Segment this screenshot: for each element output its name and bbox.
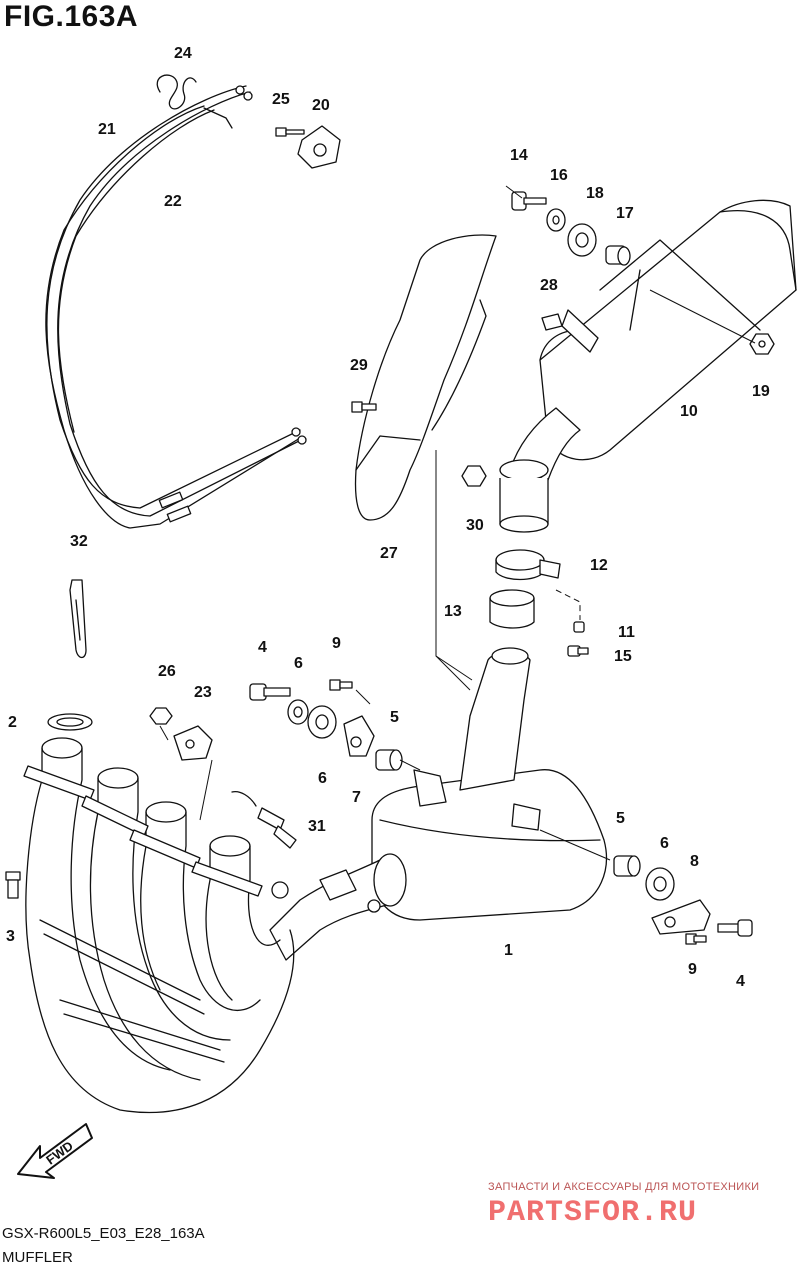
- callout-23: 23: [194, 684, 212, 701]
- callout-18: 18: [586, 185, 604, 202]
- callout-labels: 1 2 3 4 4 5 5 6 6 6 7 8 9 9 10 11 12 13 …: [6, 45, 770, 990]
- figure-code: GSX-R600L5_E03_E28_163A: [2, 1225, 205, 1242]
- callout-5a: 5: [390, 709, 399, 726]
- heat-shield: [354, 234, 497, 521]
- bolt-14: [511, 191, 547, 211]
- collar-17: [605, 245, 631, 266]
- callout-4b: 4: [736, 973, 745, 990]
- callout-12: 12: [590, 557, 608, 574]
- callout-6c: 6: [660, 835, 669, 852]
- callout-1: 1: [504, 942, 513, 959]
- callout-21: 21: [98, 121, 116, 138]
- bracket-7: [343, 715, 375, 757]
- callout-22: 22: [164, 193, 182, 210]
- figure-name: MUFFLER: [2, 1249, 73, 1266]
- bolt-9-lower: [685, 933, 707, 945]
- callout-8: 8: [690, 853, 699, 870]
- callout-7: 7: [352, 789, 361, 806]
- callout-30: 30: [466, 517, 484, 534]
- cable-bracket-20: [297, 125, 341, 169]
- grommet-18: [567, 223, 597, 257]
- clip-28: [541, 313, 563, 331]
- callout-9b: 9: [688, 961, 697, 978]
- exhaust-header-pipes: [23, 737, 357, 1114]
- callout-5b: 5: [616, 810, 625, 827]
- callout-25: 25: [272, 91, 290, 108]
- bolt-15: [567, 645, 589, 657]
- bracket-8: [651, 899, 711, 935]
- exhaust-chamber: [269, 647, 608, 961]
- washer-16: [546, 208, 566, 232]
- bracket-23: [173, 725, 213, 761]
- callout-29: 29: [350, 357, 368, 374]
- grommet-6-lower: [307, 705, 337, 739]
- callout-3: 3: [6, 928, 15, 945]
- bolt-9-upper: [329, 679, 353, 691]
- figure-title: FIG.163A: [4, 0, 139, 33]
- nut-26: [149, 707, 173, 725]
- forward-direction-arrow-icon: FWD: [17, 1123, 93, 1179]
- callout-13: 13: [444, 603, 462, 620]
- callout-27: 27: [380, 545, 398, 562]
- gasket-13: [489, 589, 535, 629]
- oxygen-sensor-31: [231, 790, 297, 849]
- bolt-4-upper: [249, 683, 291, 701]
- bolt-11: [573, 621, 585, 633]
- washer-6-upper: [287, 699, 309, 725]
- grommet-6-right: [645, 867, 675, 901]
- bolt-3: [5, 871, 21, 899]
- reference-lines: [159, 185, 756, 861]
- callout-11: 11: [618, 624, 635, 641]
- callout-19: 19: [752, 383, 770, 400]
- cable-clip: [156, 74, 197, 110]
- callout-17: 17: [616, 205, 634, 222]
- callout-14: 14: [510, 147, 528, 164]
- throttle-cables: [45, 85, 307, 529]
- bolt-25: [275, 127, 305, 137]
- clamp-12: [495, 549, 561, 581]
- callout-26: 26: [158, 663, 176, 680]
- callout-4a: 4: [258, 639, 267, 656]
- gasket-2: [47, 713, 93, 731]
- callout-32: 32: [70, 533, 88, 550]
- callout-31: 31: [308, 818, 326, 835]
- watermark-logo: PARTSFOR.RU: [488, 1196, 698, 1230]
- bolt-4-lower: [717, 919, 753, 937]
- callout-16: 16: [550, 167, 568, 184]
- collar-5-lower: [613, 855, 641, 877]
- collar-5-upper: [375, 749, 403, 771]
- nut-19: [749, 333, 775, 355]
- callout-6b: 6: [318, 770, 327, 787]
- watermark-tagline: ЗАПЧАСТИ И АКСЕССУАРЫ ДЛЯ МОТОТЕХНИКИ: [488, 1181, 760, 1193]
- bolt-29: [351, 401, 377, 413]
- nut-30: [461, 465, 487, 487]
- muffler-canister: [499, 199, 797, 533]
- callout-20: 20: [312, 97, 330, 114]
- callout-10: 10: [680, 403, 698, 420]
- callout-15: 15: [614, 648, 632, 665]
- strap-32: [69, 579, 87, 659]
- callout-28: 28: [540, 277, 558, 294]
- callout-6a: 6: [294, 655, 303, 672]
- callout-24: 24: [174, 45, 192, 62]
- callout-9a: 9: [332, 635, 341, 652]
- callout-2: 2: [8, 714, 17, 731]
